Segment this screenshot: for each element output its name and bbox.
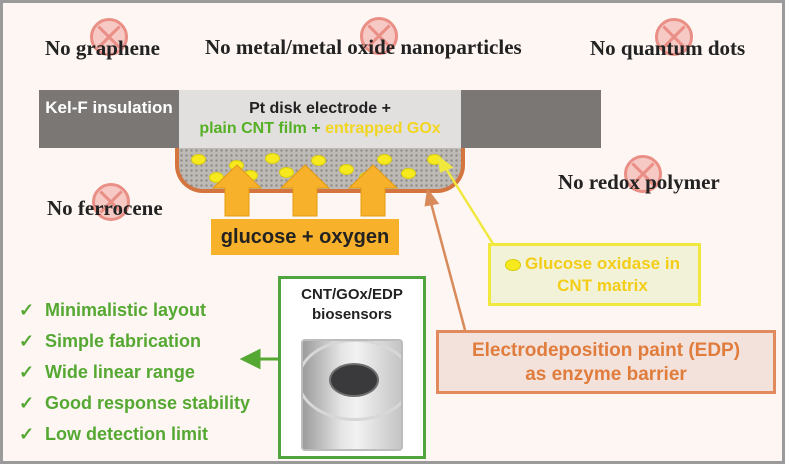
advantage-item: ✓ Wide linear range bbox=[19, 357, 250, 388]
gox-dot bbox=[191, 154, 206, 165]
edp-callout-box: Electrodeposition paint (EDP) as enzyme … bbox=[436, 330, 776, 394]
gox-callout-line bbox=[437, 155, 497, 248]
pt-electrode-label: Pt disk electrode + bbox=[249, 100, 391, 117]
advantage-label: Simple fabrication bbox=[45, 331, 202, 351]
advantages-list: ✓ Minimalistic layout ✓ Simple fabrication… bbox=[19, 295, 250, 450]
gox-dot bbox=[311, 155, 326, 166]
gox-dot bbox=[377, 154, 392, 165]
forbidden-icon bbox=[624, 155, 662, 193]
edp-callout-text: Electrodeposition paint (EDP) as enzyme … bbox=[471, 340, 741, 385]
no-nanoparticles-label: No metal/metal oxide nanoparticles bbox=[205, 35, 522, 59]
check-icon: ✓ bbox=[19, 393, 35, 413]
cnt-film-label: plain CNT film + bbox=[199, 120, 321, 137]
electrode-disk bbox=[329, 363, 379, 397]
check-icon: ✓ bbox=[19, 300, 35, 320]
kel-f-insulation-left: Kel-F insulation bbox=[39, 90, 179, 148]
up-arrow-icon bbox=[347, 164, 399, 217]
electrode-rim bbox=[303, 341, 401, 421]
biosensor-title: CNT/GOx/EDP biosensors bbox=[301, 286, 403, 323]
advantage-label: Minimalistic layout bbox=[45, 300, 207, 320]
gox-dot bbox=[265, 153, 280, 164]
forbidden-icon bbox=[90, 18, 128, 56]
forbidden-icon bbox=[655, 18, 693, 56]
advantage-item: ✓ Low detection limit bbox=[19, 419, 250, 450]
no-quantum-dots-label: No quantum dots bbox=[590, 36, 746, 60]
advantage-label: Good response stability bbox=[45, 393, 251, 413]
check-icon: ✓ bbox=[19, 331, 35, 351]
gox-callout-text: Glucose oxidase in CNT matrix bbox=[525, 254, 680, 295]
up-arrow-icon bbox=[279, 164, 331, 217]
advantage-item: ✓ Good response stability bbox=[19, 388, 250, 419]
forbidden-icon bbox=[360, 17, 398, 55]
advantage-item: ✓ Minimalistic layout bbox=[19, 295, 250, 326]
glucose-oxygen-label: glucose + oxygen bbox=[211, 219, 399, 255]
pt-disk-electrode: Pt disk electrode + plain CNT film + ent… bbox=[179, 90, 461, 148]
kel-f-insulation-right bbox=[461, 90, 601, 148]
check-icon: ✓ bbox=[19, 362, 35, 382]
edp-callout-line bbox=[424, 187, 467, 331]
advantage-item: ✓ Simple fabrication bbox=[19, 326, 250, 357]
biosensor-photo bbox=[301, 339, 403, 451]
check-icon: ✓ bbox=[19, 424, 35, 444]
biosensor-photo-panel: CNT/GOx/EDP biosensors bbox=[278, 276, 426, 459]
entrapped-gox-label: entrapped GOx bbox=[325, 120, 441, 137]
gox-dot bbox=[401, 168, 416, 179]
forbidden-icon bbox=[92, 183, 130, 221]
advantage-label: Wide linear range bbox=[45, 362, 195, 382]
no-ferrocene-label: No ferrocene bbox=[47, 196, 163, 220]
gox-dot bbox=[279, 167, 294, 178]
gox-legend-dot bbox=[505, 259, 521, 271]
gox-callout-box: Glucose oxidase in CNT matrix bbox=[488, 243, 701, 306]
arrows-layer bbox=[211, 155, 497, 370]
no-redox-polymer-label: No redox polymer bbox=[558, 170, 720, 194]
advantage-label: Low detection limit bbox=[45, 424, 209, 444]
up-arrow-icon bbox=[211, 164, 263, 217]
gox-dot bbox=[339, 164, 354, 175]
no-graphene-label: No graphene bbox=[45, 36, 160, 60]
